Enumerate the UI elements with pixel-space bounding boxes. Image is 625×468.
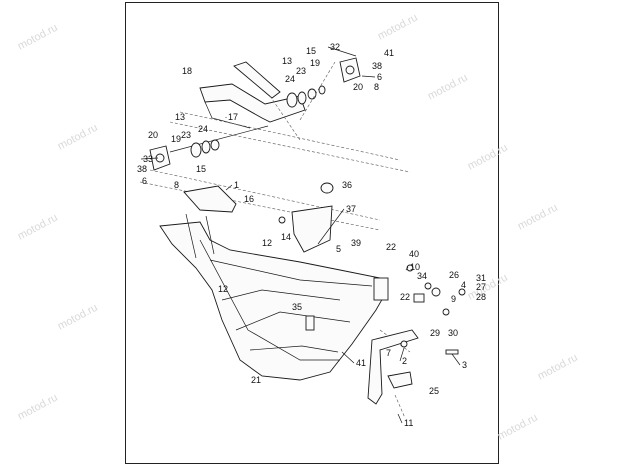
callout-label: 11	[404, 418, 413, 428]
callout-label: 22	[386, 242, 396, 252]
callout-label: 18	[182, 66, 192, 76]
callout-label: 21	[251, 375, 261, 385]
watermark-text: motod.ru	[536, 352, 580, 383]
watermark-text: motod.ru	[466, 142, 510, 173]
watermark-text: motod.ru	[426, 72, 470, 103]
callout-label: 20	[353, 82, 363, 92]
callout-leader	[341, 351, 355, 364]
callout-label: 16	[244, 194, 254, 204]
callout-label: 39	[351, 238, 361, 248]
callout-label: 28	[476, 292, 486, 302]
pivot-brackets	[149, 57, 361, 171]
callout-label: 37	[346, 204, 356, 214]
watermark-text: motod.ru	[16, 392, 60, 423]
callout-label: 1	[234, 180, 239, 190]
callout-leader	[140, 157, 159, 160]
callout-label: 41	[356, 358, 366, 368]
callout-leader	[397, 413, 403, 424]
callout-label: 24	[198, 124, 208, 134]
callout-label: 34	[417, 271, 427, 281]
callout-label: 13	[175, 112, 185, 122]
callout-label: 19	[310, 58, 320, 68]
callout-label: 17	[228, 112, 238, 122]
tray-cover	[291, 182, 334, 253]
callout-label: 9	[451, 294, 456, 304]
callout-leader	[317, 208, 345, 245]
callout-leader	[405, 266, 409, 271]
callout-label: 8	[174, 180, 179, 190]
callout-label: 7	[386, 348, 391, 358]
callout-label: 36	[342, 180, 352, 190]
callout-leader	[451, 353, 461, 366]
callout-label: 38	[372, 61, 382, 71]
watermark-text: motod.ru	[56, 122, 100, 153]
callout-label: 6	[377, 72, 382, 82]
callout-label: 23	[181, 130, 191, 140]
callout-label: 38	[137, 164, 147, 174]
callout-label: 22	[400, 292, 410, 302]
callout-label: 3	[462, 360, 467, 370]
callout-label: 33	[143, 154, 153, 164]
callout-label: 15	[306, 46, 316, 56]
watermark-text: motod.ru	[376, 12, 420, 43]
pivot-hardware	[169, 85, 326, 158]
callout-label: 2	[402, 356, 407, 366]
callout-label: 20	[148, 130, 158, 140]
callout-label: 14	[281, 232, 291, 242]
watermark-text: motod.ru	[56, 302, 100, 333]
fender-support	[183, 185, 237, 213]
callout-label: 27	[476, 282, 486, 292]
callout-label: 26	[449, 270, 459, 280]
callout-label: 24	[285, 74, 295, 84]
callout-label: 13	[282, 56, 292, 66]
callout-label: 12	[262, 238, 272, 248]
callout-label: 41	[384, 48, 394, 58]
watermark-text: motod.ru	[16, 212, 60, 243]
callout-label: 23	[296, 66, 306, 76]
callout-label: 19	[171, 134, 181, 144]
callout-leader	[399, 347, 405, 362]
callout-label: 8	[374, 82, 379, 92]
callout-label: 5	[336, 244, 341, 254]
callout-label: 4	[461, 280, 466, 290]
watermark-text: motod.ru	[496, 412, 540, 443]
swingarm-part	[199, 61, 306, 129]
callout-label: 31	[476, 273, 486, 283]
callout-label: 29	[430, 328, 440, 338]
callout-label: 10	[410, 262, 420, 272]
callout-label: 12	[218, 284, 228, 294]
callout-label: 15	[196, 164, 206, 174]
callout-label: 30	[448, 328, 458, 338]
watermark-text: motod.ru	[516, 202, 560, 233]
callout-leader	[225, 184, 233, 191]
main-frame	[159, 213, 389, 381]
watermark-text: motod.ru	[16, 22, 60, 53]
engine-guard	[367, 329, 419, 405]
small-hardware	[278, 216, 466, 355]
watermark-text: motod.ru	[466, 272, 510, 303]
callout-label: 35	[292, 302, 302, 312]
callout-label: 6	[142, 176, 147, 186]
callout-leader	[327, 46, 357, 57]
callout-label: 25	[429, 386, 439, 396]
callout-leader	[361, 75, 376, 78]
callout-label: 40	[409, 249, 419, 259]
callout-label: 32	[330, 42, 340, 52]
